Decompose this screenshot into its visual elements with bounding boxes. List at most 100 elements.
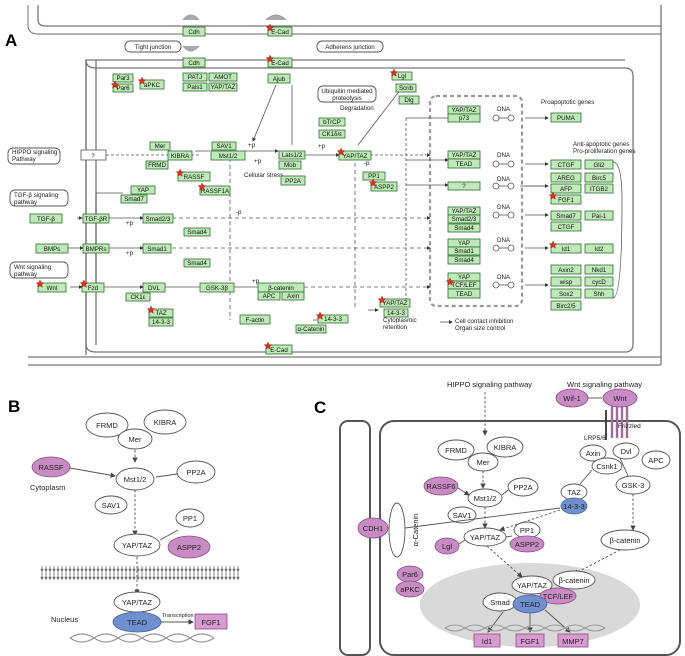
frizzled-text: Frizzled [618,423,641,430]
star-icon-wnt [35,279,45,288]
f4333-node [560,497,588,515]
rassf6-text: RASSF6 [426,482,455,491]
gene-box-itgb2: ITGB2 [584,183,614,194]
pp1-text-c: PP1 [520,526,534,535]
gene-box-afp: AFP [550,183,582,194]
mer-text-c: Mer [477,458,490,467]
rassf-node [31,456,71,478]
gene-label-ecad-lower: E-Cad [270,347,288,354]
aspp2-node [167,535,211,559]
gene-label-birc5: Birc5 [592,175,607,182]
wnt-pathway-line1: Wnt signaling [14,264,52,271]
gene-label-cdh-bot: Cdh [188,60,200,67]
neighbor-cell-c [339,420,371,656]
plus-p-6: +p [252,278,260,285]
yaptaz-nuclear-text-c: YAP/TAZ [517,581,548,590]
gene-label-mob: Mob [284,162,297,169]
hippo-pathway-line1: HIPPO signaling [12,149,58,156]
proapoptotic-label: Proapoptotic genes [541,99,594,106]
gene-label-pai1: Pai-1 [592,213,607,220]
gene-box-birc5: Birc5 [584,172,614,183]
gene-box-apc: APC [257,291,281,301]
pp2a-node [176,460,216,484]
gene-box-q: ? [447,181,481,191]
tight-junction-label: Tight junction [135,44,172,51]
gene-box-yaptaz-p73: YAP/TAZ [447,105,481,115]
axin-node [579,444,607,462]
axin-text: Axin [586,449,601,458]
gene-label-itgb2: ITGB2 [590,186,608,193]
gene-box-bcat: β-catenin [257,282,305,293]
gene-label-f4333b: 14-3-3 [324,316,342,323]
gene-box-yaptaz-smad: YAP/TAZ [447,206,481,216]
gene-box-smad1: Smad1 [142,243,172,254]
cell-membrane-c [379,420,681,656]
gene-label-smad7-tgf: Smad7 [124,196,144,203]
panel-label-b: B [8,397,20,416]
gene-label-scrib: Scrib [399,85,414,92]
gene-box-smad23: Smad2/3 [142,213,174,224]
panel-b-diagram: FRMD KIBRA Mer RASSF PP2A Cytoplasm Mst1… [30,409,240,643]
cyto-retention-line1: Cytoplasmic [383,317,417,324]
gene-box-ecad-lower: E-Cad [265,344,293,355]
gene-label-puma: PUMA [557,115,576,122]
gene-box-shh: Shh [584,288,614,299]
gene-label-smad1-b: Smad1 [454,248,474,255]
antiapo-line1: Anti-apoptotic genes [573,141,629,148]
gene-label-tcflef: TCF/LEF [451,282,476,289]
gene-label-bmpr: BMPRs [86,246,107,253]
gene-box-areg: AREG [550,172,582,183]
gene-label-smad7-b: Smad7 [556,213,576,220]
gene-box-tead-2: TEAD [447,288,481,299]
gene-box-lats12: Lats1/2 [278,150,306,160]
gene-label-p73: p73 [459,115,470,122]
gene-box-smad1-b: Smad1 [447,246,481,256]
gene-box-axin: Axin [281,291,305,301]
cdh1-text: CDH1 [363,524,383,533]
gene-box-acat: α-Catenin [295,324,327,334]
star-icon-id1 [548,240,558,249]
id1-text-c: Id1 [482,637,492,646]
gene-label-nkd1: Nkd1 [592,267,607,274]
gene-box-gli2: Gli2 [584,159,614,170]
gene-box-f4333c: 14-3-3 [383,308,409,318]
mst-text: Mst1/2 [124,475,147,484]
gene-box-cdh-bot: Cdh [182,57,206,68]
gene-box-smad4-c: Smad4 [447,223,481,233]
gene-label-smad4-a: Smad4 [187,229,207,236]
gene-label-pp1: PP1 [368,173,380,180]
gene-box-dlg: Dlg [398,95,420,105]
gene-label-dvl: DVL [148,285,161,292]
kegg-stars [35,23,558,350]
fgf1-box-c [515,633,545,648]
tgf-pathway-line2: pathway [14,199,38,206]
gene-box-aspp2: ASPP2 [370,181,398,192]
gene-box-f4333b: 14-3-3 [317,314,349,324]
gene-box-rassf: RASSF [177,171,211,182]
gene-box-fzd: Fzd [81,282,105,293]
panel-c-diagram: HIPPO signaling pathway Wnt signaling pa… [339,380,681,656]
gene-box-yaptaz-amot: YAP/TAZ [208,82,238,92]
bcat-node [600,529,650,551]
gene-label-sav1: SAV1 [216,143,232,150]
plus-p-2: +p [318,143,326,150]
gene-label-ecad-bot: E-Cad [271,60,289,67]
gene-label-yaptaz-amot: YAP/TAZ [211,84,236,91]
plus-p-1: +p [248,142,256,149]
gene-box-ajub: Ajub [267,73,291,84]
gene-label-sox2: Sox2 [559,291,574,298]
pp1-text: PP1 [183,514,197,523]
gene-label-pals1: Pals1 [187,84,203,91]
tead-text: TEAD [127,618,148,627]
nuclear-membrane [40,566,240,580]
gene-label-pp2a: PP2A [285,178,302,185]
pp2a-text: PP2A [186,468,205,477]
gene-label-smad23: Smad2/3 [146,216,171,223]
gene-box-nkd1: Nkd1 [584,264,614,275]
star-icon-ecad-top [265,23,275,32]
gene-label-bmps: BMPs [44,246,61,253]
wnt-node [602,388,638,408]
gene-label-fgf1: FGF1 [558,197,574,204]
ubiquitin-line2: proteolysis [332,95,362,102]
